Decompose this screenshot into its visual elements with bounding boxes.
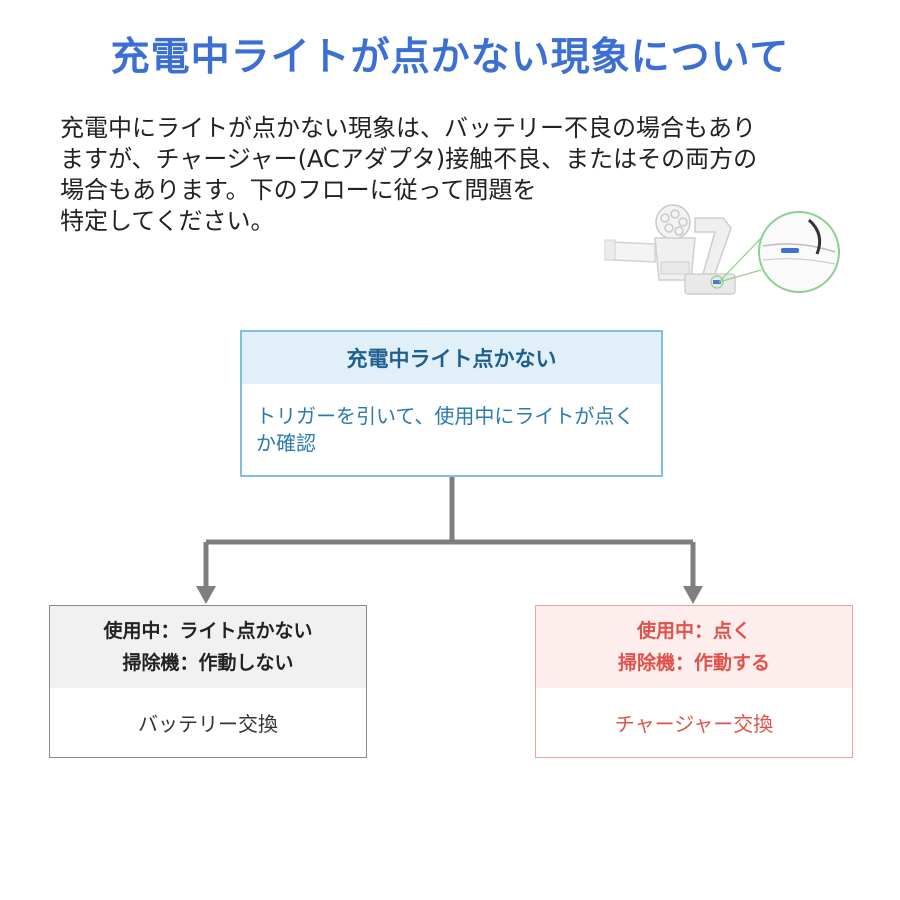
intro-line-3: 場合もあります。下のフローに従って問題を <box>60 176 537 204</box>
flow-right-result: チャージャー交換 <box>614 711 774 736</box>
flow-right-heading-line2: 掃除機：作動する <box>617 652 770 674</box>
intro-line-2: ますが、チャージャー(ACアダプタ)接触不良、またはその両方の <box>60 145 758 173</box>
vacuum-illustration-icon <box>604 204 840 295</box>
arrow-down-left-icon <box>196 586 216 604</box>
flow-right-box: 使用中：点く 掃除機：作動する チャージャー交換 <box>535 605 853 758</box>
flow-left-heading-line1: 使用中：ライト点かない <box>103 620 313 642</box>
flow-left-heading: 使用中：ライト点かない 掃除機：作動しない <box>50 606 366 688</box>
flow-left-box: 使用中：ライト点かない 掃除機：作動しない バッテリー交換 <box>49 605 367 758</box>
intro-text: 充電中にライトが点かない現象は、バッテリー不良の場合もあり ますが、チャージャー… <box>60 113 860 237</box>
intro-line-4: 特定してください。 <box>60 207 275 235</box>
flow-right-heading: 使用中：点く 掃除機：作動する <box>536 606 852 688</box>
intro-line-1: 充電中にライトが点かない現象は、バッテリー不良の場合もあり <box>60 114 756 142</box>
page-title: 充電中ライトが点かない現象について <box>110 35 790 80</box>
arrow-down-right-icon <box>683 586 703 604</box>
flow-left-heading-line2: 掃除機：作動しない <box>122 652 294 674</box>
vacuum-cyclone-icon <box>655 204 691 240</box>
flow-right-heading-line1: 使用中：点く <box>636 620 751 642</box>
flow-left-result: バッテリー交換 <box>138 711 278 736</box>
charge-light-zoom-icon <box>758 211 840 293</box>
flow-start-heading: 充電中ライト点かない <box>242 332 661 384</box>
flow-start-body: トリガーを引いて、使用中にライトが点くか確認 <box>256 403 635 455</box>
flow-start-box: 充電中ライト点かない トリガーを引いて、使用中にライトが点くか確認 <box>240 330 663 477</box>
